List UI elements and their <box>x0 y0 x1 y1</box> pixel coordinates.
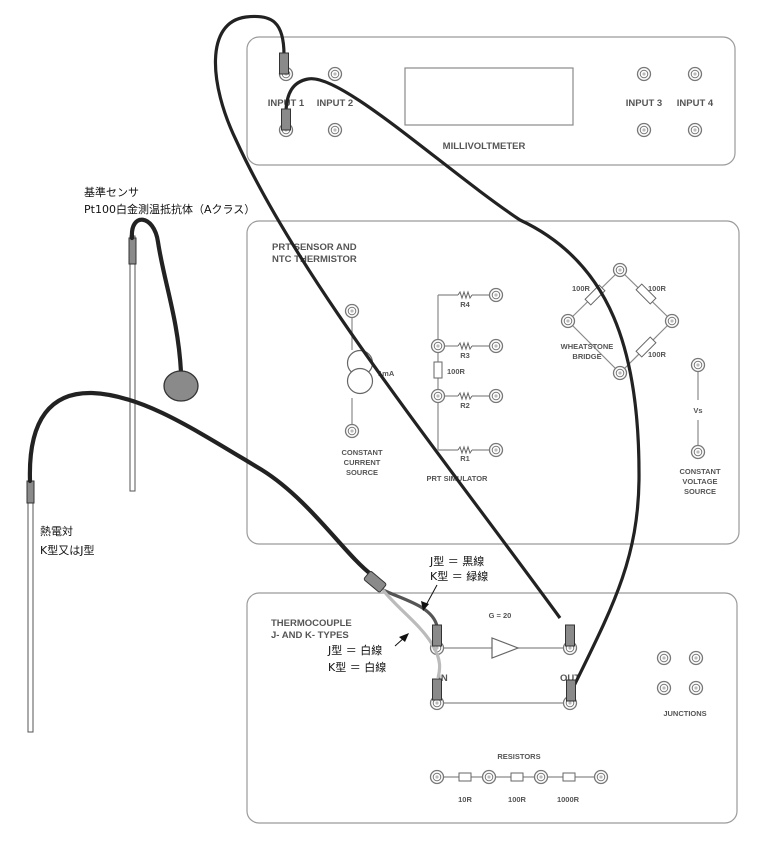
input-4-label: INPUT 4 <box>677 98 714 109</box>
thermocouple-probe <box>26 390 442 733</box>
ccs-label-line1: CONSTANT <box>341 448 383 457</box>
r4-label: R4 <box>460 300 470 309</box>
black-wire-note-j: J型 ＝ 黒線 <box>429 554 484 568</box>
input-4-upper-jack[interactable] <box>687 66 703 82</box>
thermocouple-panel: THERMOCOUPLE J- AND K- TYPES G = 20 IN O… <box>246 592 738 824</box>
reference-sensor-spec: Pt100白金測温抵抗体（Aクラス） <box>84 202 255 216</box>
pt100-connector[interactable] <box>163 370 199 402</box>
resistor-jack-2[interactable] <box>481 769 497 785</box>
millivoltmeter-title: MILLIVOLTMETER <box>443 141 526 152</box>
bridge-right-jack[interactable] <box>664 313 680 329</box>
input-2-upper-jack[interactable] <box>327 66 343 82</box>
resistors-label: RESISTORS <box>497 752 540 761</box>
input-4-lower-jack[interactable] <box>687 122 703 138</box>
in-lower-plug[interactable] <box>432 678 442 701</box>
out-label: OUT <box>560 673 580 684</box>
bridge-top-jack[interactable] <box>612 262 628 278</box>
black-wire-note-k: K型 ＝ 緑線 <box>430 569 488 583</box>
current-source-top-jack[interactable] <box>344 303 360 319</box>
out-lower-plug[interactable] <box>566 679 576 702</box>
resistor-10r-label: 10R <box>458 795 472 804</box>
input-1-plug-b[interactable] <box>281 108 291 131</box>
input-1-plug-a[interactable] <box>279 52 289 75</box>
bridge-resistor-1-label: 100R <box>572 284 591 293</box>
r4-jack[interactable] <box>488 287 504 303</box>
ccs-label-line2: CURRENT <box>344 458 381 467</box>
white-wire-note-j: J型 ＝ 白線 <box>327 643 382 657</box>
in-upper-plug[interactable] <box>432 624 442 647</box>
bridge-resistor-3-label: 100R <box>648 350 667 359</box>
wheatstone-bridge: 100R 100R 100R WHEATSTONE BRIDGE <box>560 262 680 381</box>
annotations: 基準センサ Pt100白金測温抵抗体（Aクラス） 熱電対 K型又はJ型 J型 ＝… <box>40 185 488 674</box>
reference-sensor-label: 基準センサ <box>84 185 139 199</box>
bridge-bottom-jack[interactable] <box>612 365 628 381</box>
voltage-source-bottom-jack[interactable] <box>690 444 706 460</box>
bridge-left-jack[interactable] <box>560 313 576 329</box>
thermocouple-title-line2: J- AND K- TYPES <box>271 630 349 641</box>
input-3-label: INPUT 3 <box>626 98 662 109</box>
resistor-100r-label: 100R <box>508 795 527 804</box>
pt100-probe <box>128 217 199 492</box>
fixed-resistor-label: 100R <box>447 367 466 376</box>
prt-panel-title-line1: PRT SENSOR AND <box>272 242 357 253</box>
junction-2-jack[interactable] <box>688 650 704 666</box>
current-value-label: 1mA <box>378 369 395 378</box>
r1-jack[interactable] <box>488 442 504 458</box>
prt-panel-title-line2: NTC THERMISTOR <box>272 254 357 265</box>
r3-label: R3 <box>460 351 470 360</box>
resistor-1000r-label: 1000R <box>557 795 580 804</box>
cvs-label-line3: SOURCE <box>684 487 716 496</box>
cvs-label-line2: VOLTAGE <box>682 477 717 486</box>
resistor-strip: RESISTORS 10R 100R 1000R <box>429 752 609 804</box>
input-2-lower-jack[interactable] <box>327 122 343 138</box>
junction-3-jack[interactable] <box>656 680 672 696</box>
bridge-label-line2: BRIDGE <box>572 352 601 361</box>
simulator-node-upper-jack[interactable] <box>430 338 446 354</box>
input-2-label: INPUT 2 <box>317 98 353 109</box>
input-3-lower-jack[interactable] <box>636 122 652 138</box>
bridge-resistor-2-label: 100R <box>648 284 667 293</box>
voltage-source-top-jack[interactable] <box>690 357 706 373</box>
r2-label: R2 <box>460 401 470 410</box>
ccs-label-line3: SOURCE <box>346 468 378 477</box>
thermocouple-sheath-end <box>363 571 387 593</box>
resistor-jack-1[interactable] <box>429 769 445 785</box>
thermocouple-type-label: K型又はJ型 <box>40 543 94 557</box>
junction-4-jack[interactable] <box>688 680 704 696</box>
resistor-jack-3[interactable] <box>533 769 549 785</box>
input-3-upper-jack[interactable] <box>636 66 652 82</box>
junctions-label: JUNCTIONS <box>663 709 706 718</box>
out-upper-plug[interactable] <box>565 624 575 647</box>
simulator-node-lower-jack[interactable] <box>430 388 446 404</box>
gain-label: G = 20 <box>489 611 512 620</box>
in-label: IN <box>438 673 448 684</box>
thermocouple-label: 熱電対 <box>40 524 73 538</box>
r3-jack[interactable] <box>488 338 504 354</box>
millivoltmeter-panel: INPUT 1 INPUT 2 INPUT 3 INPUT 4 MILLIVOL… <box>246 36 736 166</box>
current-source-bottom-jack[interactable] <box>344 423 360 439</box>
thermocouple-title-line1: THERMOCOUPLE <box>271 618 352 629</box>
cvs-label-line1: CONSTANT <box>679 467 721 476</box>
r1-label: R1 <box>460 454 470 463</box>
bridge-label-line1: WHEATSTONE <box>561 342 614 351</box>
junctions: JUNCTIONS <box>656 650 707 718</box>
prt-panel: PRT SENSOR AND NTC THERMISTOR 1mA CONSTA… <box>246 220 740 545</box>
constant-voltage-source: Vs CONSTANT VOLTAGE SOURCE <box>679 357 721 496</box>
junction-1-jack[interactable] <box>656 650 672 666</box>
white-wire-note-k: K型 ＝ 白線 <box>328 660 386 674</box>
r2-jack[interactable] <box>488 388 504 404</box>
resistor-jack-4[interactable] <box>593 769 609 785</box>
meter-display <box>404 67 574 126</box>
amplifier: G = 20 IN OUT <box>429 611 580 711</box>
vs-label: Vs <box>693 406 702 415</box>
patch-cords <box>213 14 641 702</box>
